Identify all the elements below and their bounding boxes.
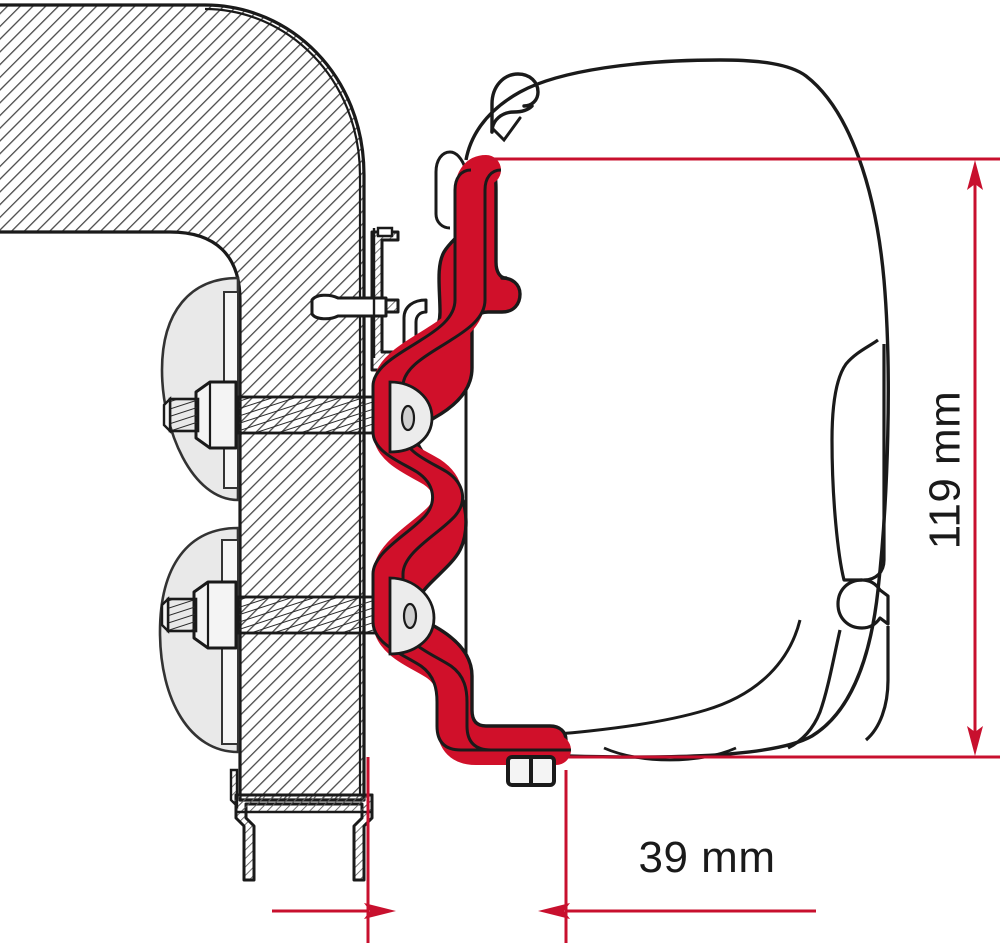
dimension-horizontal-39mm — [272, 757, 816, 943]
dimension-label-39mm: 39 mm — [639, 833, 776, 882]
adapter-bracket — [371, 155, 571, 765]
bottom-bolt-head — [506, 755, 556, 787]
awning-case-outline — [434, 58, 890, 762]
lower-bolt-assembly — [160, 580, 392, 650]
case-hook-profile — [490, 72, 540, 143]
dimension-label-119mm: 119 mm — [921, 391, 970, 550]
lead-rail-profile — [787, 338, 890, 750]
upper-bolt-assembly — [162, 380, 392, 450]
dimension-vertical-119mm — [490, 157, 1000, 759]
bracket-bushings — [388, 380, 436, 656]
